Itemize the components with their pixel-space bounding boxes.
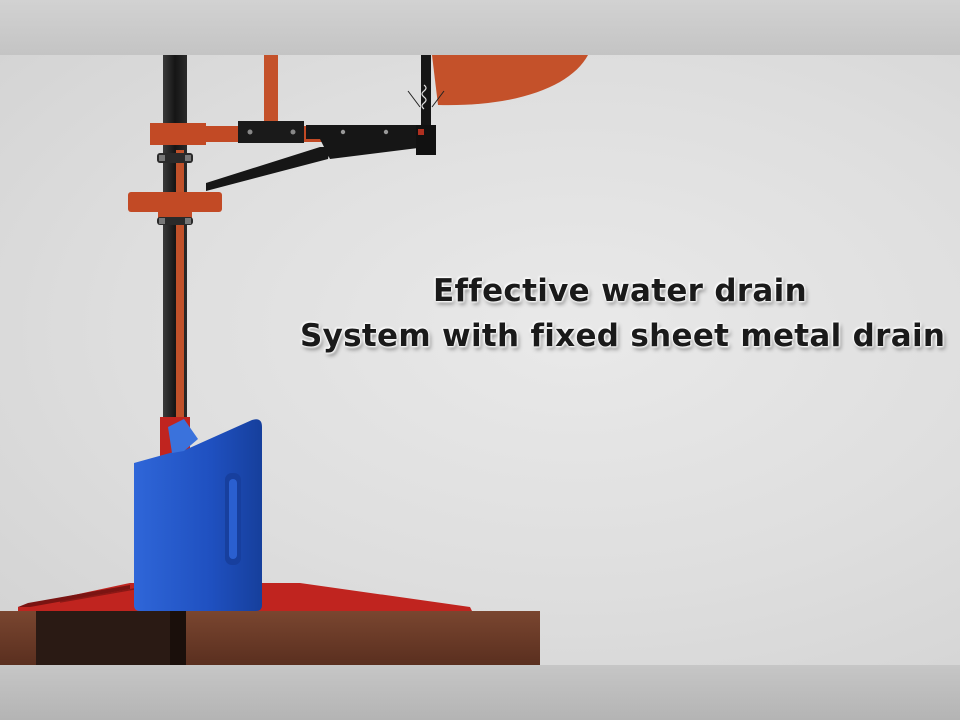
vane-blade: [432, 55, 588, 106]
canister-spout: [168, 419, 198, 453]
drain-canister: [134, 419, 262, 611]
black-arm: [306, 125, 426, 139]
black-plate: [238, 121, 304, 143]
drain-rod: [176, 150, 184, 425]
upper-bracket-post: [264, 55, 278, 127]
diagonal-brace: [206, 147, 330, 191]
top-letterbox: [0, 0, 960, 55]
lower-collar: [128, 192, 222, 212]
mechanism-illustration: [0, 55, 588, 665]
caption-line-2: System with fixed sheet metal drain: [300, 318, 946, 354]
slide-caption: Effective water drain System with fixed …: [300, 269, 946, 359]
bottom-letterbox: [0, 665, 960, 720]
upper-collar: [150, 123, 206, 145]
caption-line-1: Effective water drain: [433, 273, 807, 309]
render-stage: Effective water drain System with fixed …: [0, 55, 960, 665]
